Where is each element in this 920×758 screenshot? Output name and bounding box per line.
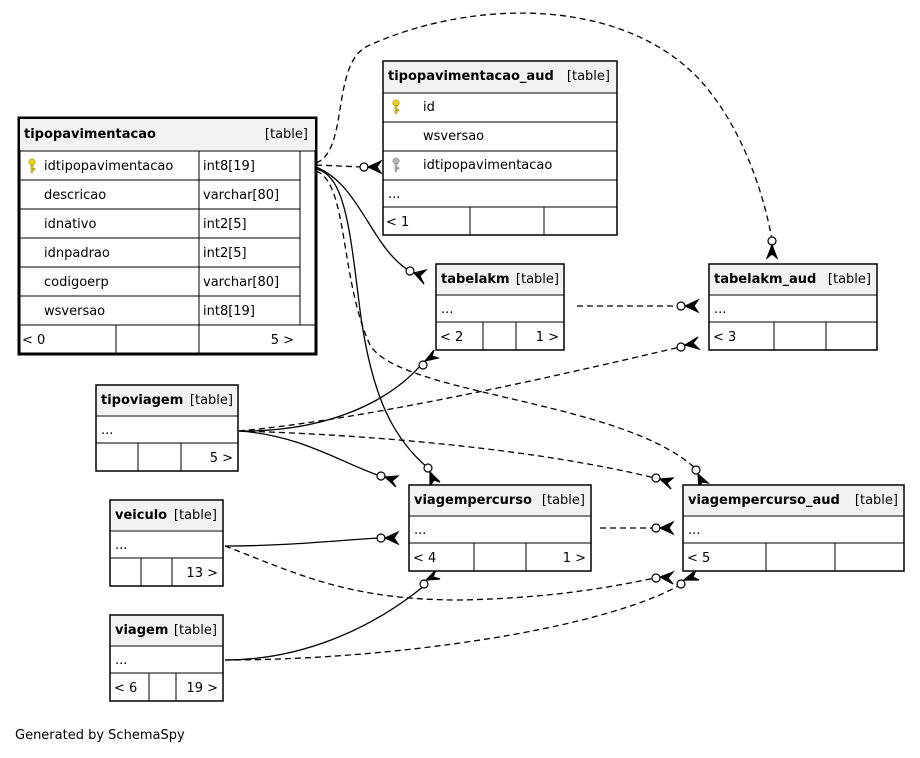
edge-tipoviagem-tabelakm: [238, 364, 422, 432]
table-ellipsis: ...: [101, 423, 113, 438]
edge-tipopavimentacao-tipopavimentacao-aud: [315, 164, 363, 168]
column-name: codigoerp: [44, 275, 109, 290]
column-name: descricao: [44, 188, 106, 203]
table-ellipsis: ...: [714, 302, 726, 317]
parents-count: < 2: [440, 330, 463, 345]
table-title: viagempercurso_aud: [688, 493, 840, 508]
marker-viagempercurso-aud-left: [651, 520, 675, 536]
table-ellipsis: ...: [414, 523, 426, 538]
edge-tipopavimentacao-tabelakm: [315, 166, 409, 271]
column-name: wsversao: [44, 304, 105, 319]
edge-viagem-viagempercurso-aud: [224, 584, 681, 661]
edge-veiculo-viagempercurso-aud: [224, 545, 656, 601]
column-name: idnpadrao: [44, 246, 110, 261]
marker-tipopavimentacao-aud: [359, 159, 383, 175]
marker-viagempercurso-bottom: [419, 569, 441, 589]
children-count: 13 >: [186, 566, 218, 581]
table-tag: [table]: [567, 69, 610, 84]
footer-generated-by: Generated by SchemaSpy: [15, 728, 185, 743]
children-count: 1 >: [536, 330, 559, 345]
table-tag: [table]: [516, 272, 559, 287]
column-name: idtipopavimentacao: [44, 159, 173, 174]
table-title: tipopavimentacao: [24, 127, 156, 142]
marker-tabelakm-bottom: [418, 349, 441, 370]
edge-viagem-viagempercurso: [224, 585, 425, 661]
marker-viagempercurso-top: [423, 463, 441, 488]
edge-tipopavimentacao-viagempercurso-aud: [315, 170, 696, 469]
column-name: idtipopavimentacao: [423, 158, 552, 173]
table-ellipsis: ...: [688, 523, 700, 538]
edge-veiculo-viagempercurso: [224, 537, 381, 547]
table-tipopavimentacao[interactable]: tipopavimentacao [table] idtipopavimenta…: [17, 116, 318, 356]
marker-tabelakm-left: [405, 266, 428, 285]
marker-viagempercurso-left-top: [376, 471, 400, 488]
table-tag: [table]: [174, 508, 217, 523]
marker-tabelakm-aud-bottom: [676, 336, 702, 352]
edge-tipoviagem-viagempercurso-aud: [238, 430, 656, 479]
marker-viagempercurso-left: [376, 530, 400, 546]
table-tag: [table]: [855, 493, 898, 508]
table-title: tabelakm: [441, 272, 510, 287]
column-type: int8[19]: [203, 159, 255, 174]
table-ellipsis: ...: [115, 653, 127, 668]
table-veiculo[interactable]: veiculo [table] ... 13 >: [109, 499, 224, 587]
table-tag: [table]: [190, 393, 233, 408]
table-title: viagem: [115, 623, 168, 638]
marker-viagempercurso-aud-left-bottom: [651, 570, 675, 585]
column-name: wsversao: [423, 129, 484, 144]
marker-viagempercurso-aud-left-top: [651, 473, 675, 490]
table-title: tabelakm_aud: [714, 272, 816, 287]
parents-count: < 4: [413, 551, 436, 566]
children-count: 1 >: [563, 551, 586, 566]
column-type: varchar[80]: [203, 188, 279, 203]
table-title: tipopavimentacao_aud: [388, 69, 554, 84]
table-viagem[interactable]: viagem [table] ... < 6 19 >: [109, 614, 224, 702]
edge-tipoviagem-tabelakm-aud: [238, 346, 681, 432]
table-tag: [table]: [174, 623, 217, 638]
table-ellipsis: ...: [115, 538, 127, 553]
table-ellipsis: ...: [441, 302, 453, 317]
parents-count: < 5: [687, 551, 710, 566]
parents-count: < 6: [114, 681, 137, 696]
parents-count: < 1: [386, 215, 409, 230]
table-tag: [table]: [542, 493, 585, 508]
table-tipoviagem[interactable]: tipoviagem [table] ... 5 >: [95, 384, 239, 472]
table-tabelakm-aud[interactable]: tabelakm_aud [table] ... < 3: [708, 263, 878, 351]
column-name: idnativo: [44, 217, 96, 232]
edge-tipopavimentacao-viagempercurso: [315, 168, 429, 469]
column-name: id: [423, 100, 435, 115]
table-tabelakm[interactable]: tabelakm [table] ... < 2 1 >: [435, 263, 565, 351]
marker-viagempercurso-aud-bottom: [676, 569, 700, 589]
parents-count: < 0: [22, 333, 45, 348]
table-tag: [table]: [828, 272, 871, 287]
column-type: varchar[80]: [203, 275, 279, 290]
column-type: int2[5]: [203, 217, 247, 232]
edge-tipopavimentacao-tabelakm-aud: [315, 12, 773, 241]
table-viagempercurso[interactable]: viagempercurso [table] ... < 4 1 >: [408, 484, 592, 572]
edge-tipoviagem-viagempercurso: [238, 430, 381, 477]
table-title: tipoviagem: [101, 393, 183, 408]
children-count: 5 >: [210, 451, 233, 466]
table-viagempercurso-aud[interactable]: viagempercurso_aud [table] ... < 5: [682, 484, 905, 572]
table-tag: [table]: [265, 127, 308, 142]
children-count: 19 >: [186, 681, 218, 696]
table-ellipsis: ...: [388, 187, 400, 202]
marker-tabelakm-aud-left: [676, 298, 700, 314]
children-count: 5 >: [271, 333, 294, 348]
table-title: veiculo: [115, 508, 167, 523]
marker-tabelakm-aud-top: [765, 236, 779, 260]
column-type: int8[19]: [203, 304, 255, 319]
table-title: viagempercurso: [414, 493, 532, 508]
parents-count: < 3: [713, 330, 736, 345]
column-type: int2[5]: [203, 246, 247, 261]
table-tipopavimentacao-aud[interactable]: tipopavimentacao_aud [table] id wsversao…: [382, 60, 618, 236]
